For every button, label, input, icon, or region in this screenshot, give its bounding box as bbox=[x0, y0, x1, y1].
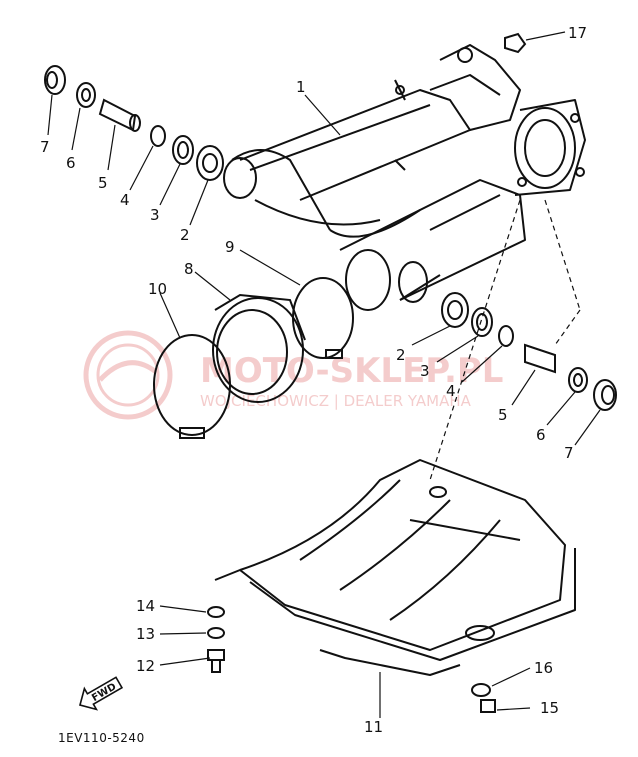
washer-6-right bbox=[568, 367, 588, 393]
callout-16: 16 bbox=[534, 659, 553, 677]
swingarm bbox=[223, 44, 586, 311]
guard-11 bbox=[214, 459, 576, 676]
callout-7-right: 7 bbox=[564, 444, 574, 462]
washer-6-left bbox=[76, 82, 96, 108]
washer-13 bbox=[207, 627, 225, 639]
callout-3-right: 3 bbox=[420, 362, 430, 380]
callout-8: 8 bbox=[184, 260, 194, 278]
spacer-4-right bbox=[498, 325, 514, 347]
watermark-tagline: WOJCIECHOWICZ | DEALER YAMAHA bbox=[200, 392, 472, 410]
callout-9: 9 bbox=[225, 238, 235, 256]
bearing-2-left bbox=[196, 145, 224, 181]
callout-17: 17 bbox=[568, 24, 587, 42]
callout-3-left: 3 bbox=[150, 206, 160, 224]
seal-7-right bbox=[593, 379, 617, 411]
callout-2-right: 2 bbox=[396, 346, 406, 364]
collar-16 bbox=[471, 683, 491, 697]
callout-6-right: 6 bbox=[536, 426, 546, 444]
fwd-arrow: FWD bbox=[79, 676, 124, 711]
seal-7-left bbox=[44, 65, 66, 95]
watermark: MOTO-SKLEP.PL WOJCIECHOWICZ | DEALER YAM… bbox=[83, 330, 503, 420]
bearing-3-left bbox=[172, 135, 194, 165]
spacer-4-left bbox=[150, 125, 166, 147]
bearing-3-right bbox=[471, 307, 493, 337]
callout-11: 11 bbox=[364, 718, 383, 736]
callout-5-left: 5 bbox=[98, 174, 108, 192]
small-hardware bbox=[207, 32, 527, 713]
washer-14 bbox=[207, 606, 225, 618]
callout-6-left: 6 bbox=[66, 154, 76, 172]
callout-1: 1 bbox=[296, 78, 306, 96]
callout-2-left: 2 bbox=[180, 226, 190, 244]
right-bearing-stack bbox=[441, 292, 617, 411]
leader-lines bbox=[47, 31, 601, 718]
boot-and-clamps bbox=[153, 277, 354, 439]
callout-13: 13 bbox=[136, 625, 155, 643]
callout-14: 14 bbox=[136, 597, 155, 615]
callout-4-left: 4 bbox=[120, 191, 130, 209]
callout-10: 10 bbox=[148, 280, 167, 298]
callout-labels: 1 7 6 5 4 3 2 9 8 10 2 3 4 5 6 7 17 14 1… bbox=[40, 24, 587, 736]
bearing-2-right bbox=[441, 292, 469, 328]
left-bearing-stack bbox=[44, 65, 224, 181]
collar-5-right bbox=[524, 343, 556, 374]
watermark-brand: MOTO-SKLEP.PL bbox=[200, 351, 503, 391]
clamp-9 bbox=[292, 277, 354, 359]
callout-7-left: 7 bbox=[40, 138, 50, 156]
clamp-10 bbox=[153, 334, 231, 436]
drawing-code: 1EV110-5240 bbox=[58, 731, 145, 745]
watermark-logo bbox=[83, 330, 173, 420]
callout-4-right: 4 bbox=[446, 382, 456, 400]
callout-5-right: 5 bbox=[498, 406, 508, 424]
callout-12: 12 bbox=[136, 657, 155, 675]
bolt-15 bbox=[480, 699, 496, 713]
callout-15: 15 bbox=[540, 699, 559, 717]
bolt-12 bbox=[207, 649, 225, 673]
nut-17 bbox=[504, 32, 527, 54]
rubber-boot-8 bbox=[212, 297, 304, 403]
